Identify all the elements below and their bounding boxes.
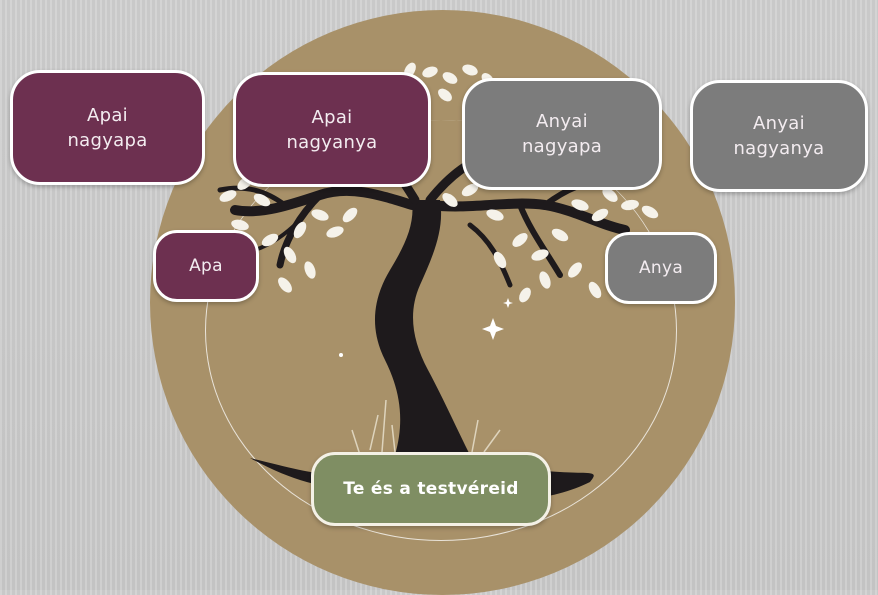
tree-trunk: [375, 200, 470, 455]
paternal-grandfather-box: Apai nagyapa: [10, 70, 205, 185]
paternal-grandmother-line1: Apai: [286, 105, 377, 130]
father-box: Apa: [153, 230, 259, 302]
maternal-grandfather-box: Anyai nagyapa: [462, 78, 662, 190]
paternal-grandfather-line1: Apai: [67, 103, 147, 128]
mother-label: Anya: [639, 256, 683, 281]
father-label: Apa: [189, 254, 223, 279]
maternal-grandfather-line1: Anyai: [522, 109, 602, 134]
paternal-grandmother-box: Apai nagyanya: [233, 72, 431, 187]
maternal-grandmother-line1: Anyai: [733, 111, 824, 136]
maternal-grandmother-line2: nagyanya: [733, 136, 824, 161]
you-and-siblings-box: Te és a testvéreid: [311, 452, 551, 526]
mother-box: Anya: [605, 232, 717, 304]
sparkle-icon: [339, 298, 513, 357]
maternal-grandfather-line2: nagyapa: [522, 134, 602, 159]
maternal-grandmother-box: Anyai nagyanya: [690, 80, 868, 192]
paternal-grandfather-line2: nagyapa: [67, 128, 147, 153]
you-and-siblings-label: Te és a testvéreid: [343, 477, 519, 502]
paternal-grandmother-line2: nagyanya: [286, 130, 377, 155]
